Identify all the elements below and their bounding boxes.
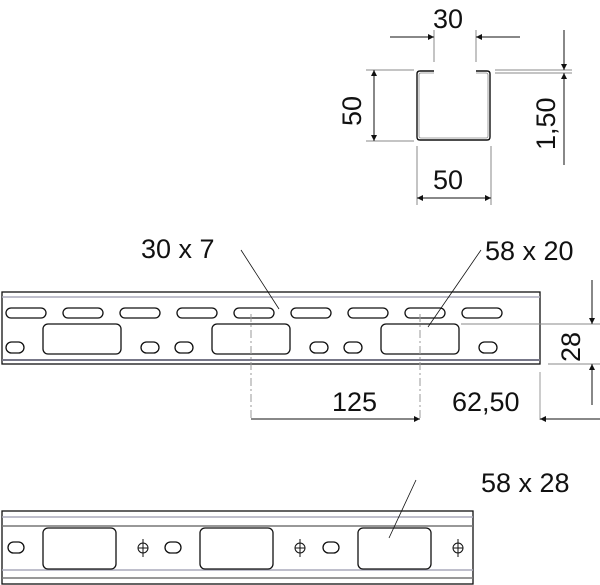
- cross-section: [416, 70, 491, 141]
- dim-thickness-label: 1,50: [531, 97, 561, 150]
- dim-section-width-label: 50: [433, 165, 464, 195]
- dim-opening-label: 30: [433, 4, 464, 34]
- base-profile: [1, 479, 474, 585]
- dim-section-height-label: 50: [337, 95, 367, 126]
- side-profile-dimensions: [251, 280, 600, 422]
- dim-end-offset-label: 62,50: [452, 387, 520, 417]
- base-cutout-size-label: 58 x 28: [481, 468, 570, 498]
- cross-section-dimensions: [366, 30, 572, 205]
- dim-pitch-label: 125: [332, 387, 378, 417]
- dim-profile-height-label: 28: [556, 331, 586, 362]
- slot-size-label: 30 x 7: [141, 234, 215, 264]
- side-profile: [1, 249, 600, 420]
- side-cutout-size-label: 58 x 20: [485, 236, 574, 266]
